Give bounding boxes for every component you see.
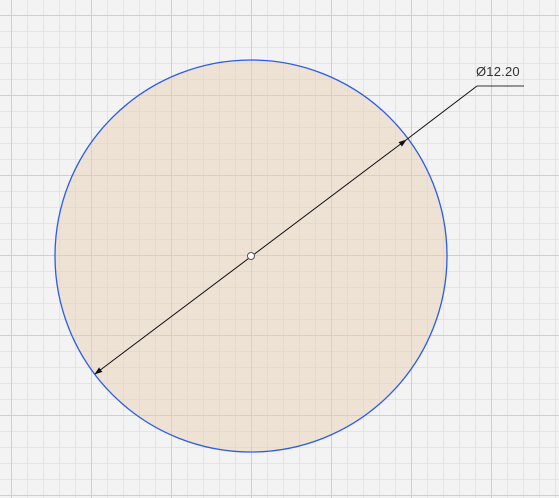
circle-center-point[interactable] [247,252,255,260]
dimension-leader-line [405,85,478,141]
diameter-dimension-text[interactable]: Ø12.20 [476,64,520,79]
